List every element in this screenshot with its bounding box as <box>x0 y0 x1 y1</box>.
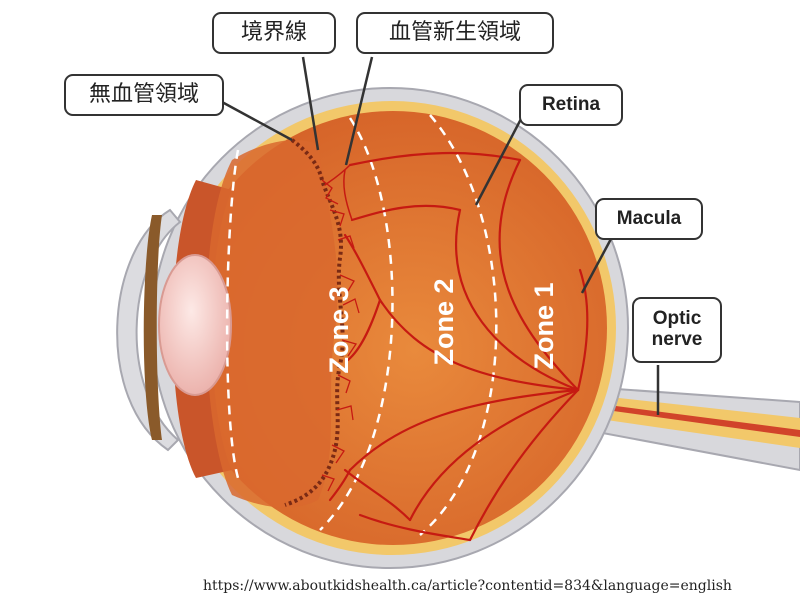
optic-nerve-callout: Optic nerve <box>632 297 722 363</box>
demarcation-line-callout: 境界線 <box>212 12 336 54</box>
demarcation-line-text: 境界線 <box>240 19 307 45</box>
neovascular-zone-callout: 血管新生領域 <box>356 12 554 54</box>
optic-nerve-text-line2: nerve <box>651 329 703 350</box>
avascular-region <box>206 140 338 508</box>
zone-3-label: Zone 3 <box>324 286 354 373</box>
zone-boundaries <box>225 114 498 536</box>
macula-text: Macula <box>616 207 682 229</box>
optic-nerve-text-line1: Optic <box>652 308 702 330</box>
optic-nerve <box>559 383 800 472</box>
retina-text: Retina <box>541 93 601 115</box>
callout-leaders <box>221 56 660 415</box>
zone-2-label: Zone 2 <box>429 278 459 365</box>
neovascular-zone-text: 血管新生領域 <box>388 19 521 45</box>
avascular-zone-text: 無血管領域 <box>88 81 199 107</box>
macula-callout: Macula <box>595 198 703 240</box>
demarcation-line <box>284 138 345 507</box>
avascular-zone-callout: 無血管領域 <box>64 74 224 116</box>
iris <box>143 215 162 440</box>
neovascular-tufts <box>321 179 360 492</box>
retinal-vessels <box>324 151 589 542</box>
source-url: https://www.aboutkidshealth.ca/article?c… <box>203 578 732 594</box>
retina-callout: Retina <box>519 84 623 126</box>
zone-1-label: Zone 1 <box>529 282 559 369</box>
lens <box>158 254 232 396</box>
